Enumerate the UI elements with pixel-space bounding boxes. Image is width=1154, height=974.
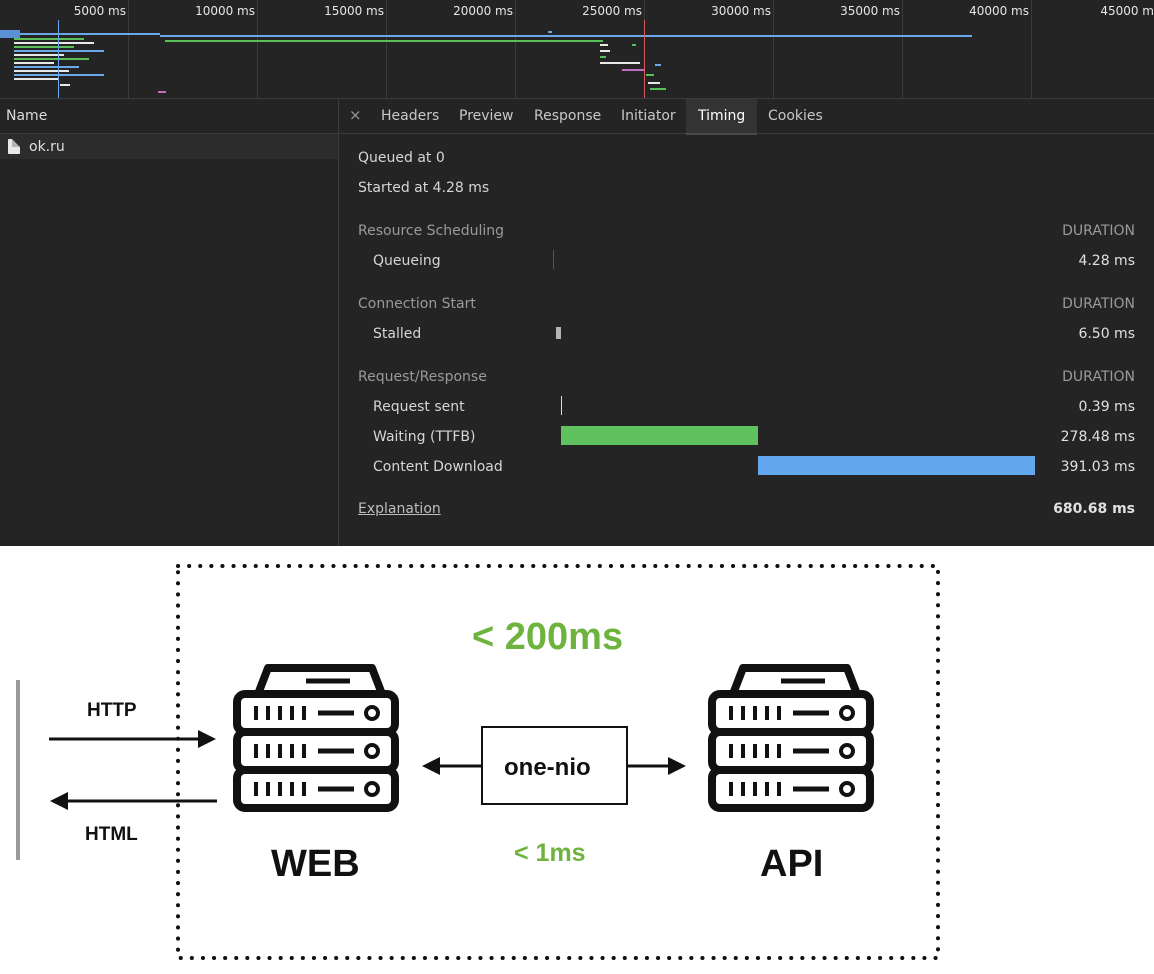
section-title-scheduling: Resource Scheduling: [358, 223, 505, 239]
tick-label: 5000 ms: [73, 4, 126, 18]
gridline: [386, 0, 387, 98]
timing-label-stalled: Stalled: [373, 326, 422, 342]
tick-label: 25000 ms: [582, 4, 642, 18]
tab-headers[interactable]: Headers: [381, 108, 440, 124]
dotted-boundary: [176, 564, 940, 960]
started-at: Started at 4.28 ms: [358, 180, 490, 196]
timing-bar-ttfb: [561, 426, 758, 445]
request-row-ok-ru[interactable]: ok.ru: [0, 134, 338, 159]
api-label: API: [760, 843, 824, 885]
tab-cookies[interactable]: Cookies: [768, 108, 823, 124]
tick-label: 10000 ms: [195, 4, 255, 18]
architecture-diagram: < 200ms HTTP HTML one-nio < 1ms WEB API: [0, 546, 1154, 974]
connector-label: one-nio: [504, 754, 591, 781]
document-icon: [8, 139, 20, 154]
name-column-label: Name: [6, 108, 48, 124]
tick-label: 40000 ms: [969, 4, 1029, 18]
timing-label-queueing: Queueing: [373, 253, 441, 269]
request-details: × Headers Preview Response Initiator Tim…: [339, 99, 1154, 546]
details-tabbar: × Headers Preview Response Initiator Tim…: [339, 99, 1154, 135]
client-image-edge: [16, 680, 20, 860]
duration-header: DURATION: [1062, 223, 1135, 239]
name-column-header[interactable]: Name: [0, 99, 338, 134]
timing-bar-stalled: [556, 327, 561, 339]
gridline: [257, 0, 258, 98]
duration-header: DURATION: [1062, 369, 1135, 385]
duration-header: DURATION: [1062, 296, 1135, 312]
network-overview-timeline[interactable]: 5000 ms 10000 ms 15000 ms 20000 ms 25000…: [0, 0, 1154, 99]
arrow-left-icon: [422, 757, 482, 775]
timing-label-request-sent: Request sent: [373, 399, 465, 415]
explanation-link[interactable]: Explanation: [358, 501, 441, 517]
gridline: [128, 0, 129, 98]
request-name: ok.ru: [29, 139, 65, 155]
latency-internal-label: < 1ms: [514, 839, 586, 867]
gridline: [1031, 0, 1032, 98]
arrow-right-icon: [49, 730, 216, 748]
tick-label: 30000 ms: [711, 4, 771, 18]
timing-bar-content-download: [758, 456, 1035, 475]
timing-duration-content-download: 391.03 ms: [1060, 459, 1135, 475]
arrow-right-icon: [627, 757, 686, 775]
tab-response[interactable]: Response: [534, 108, 602, 124]
tick-label: 20000 ms: [453, 4, 513, 18]
section-title-connection: Connection Start: [358, 296, 476, 312]
devtools-network-panel: 5000 ms 10000 ms 15000 ms 20000 ms 25000…: [0, 0, 1154, 546]
section-title-request: Request/Response: [358, 369, 487, 385]
gridline: [773, 0, 774, 98]
protocol-out-label: HTML: [85, 824, 138, 845]
timing-duration-ttfb: 278.48 ms: [1060, 429, 1135, 445]
protocol-in-label: HTTP: [87, 700, 137, 721]
tab-timing[interactable]: Timing: [686, 99, 758, 135]
gridline: [515, 0, 516, 98]
timing-label-content-download: Content Download: [373, 459, 503, 475]
tab-initiator[interactable]: Initiator: [621, 108, 676, 124]
timing-duration-queueing: 4.28 ms: [1078, 253, 1135, 269]
timing-duration-stalled: 6.50 ms: [1078, 326, 1135, 342]
tick-label: 45000 m: [1100, 4, 1154, 18]
timing-bar-request-sent: [561, 396, 562, 415]
request-list: Name ok.ru: [0, 99, 339, 546]
close-icon[interactable]: ×: [349, 106, 362, 124]
tab-preview[interactable]: Preview: [459, 108, 514, 124]
timing-duration-request-sent: 0.39 ms: [1078, 399, 1135, 415]
gridline: [902, 0, 903, 98]
latency-total-label: < 200ms: [472, 616, 624, 658]
timing-bar-queueing: [553, 250, 554, 269]
server-icon-web: [233, 664, 399, 812]
tick-label: 15000 ms: [324, 4, 384, 18]
web-label: WEB: [271, 843, 360, 885]
server-icon-api: [708, 664, 874, 812]
queued-at: Queued at 0: [358, 150, 445, 166]
total-duration: 680.68 ms: [1053, 501, 1135, 517]
tick-label: 35000 ms: [840, 4, 900, 18]
timing-label-ttfb: Waiting (TTFB): [373, 429, 476, 445]
one-nio-box: [481, 726, 628, 805]
diagram-graphics: [16, 564, 940, 960]
arrow-left-icon: [50, 792, 217, 810]
